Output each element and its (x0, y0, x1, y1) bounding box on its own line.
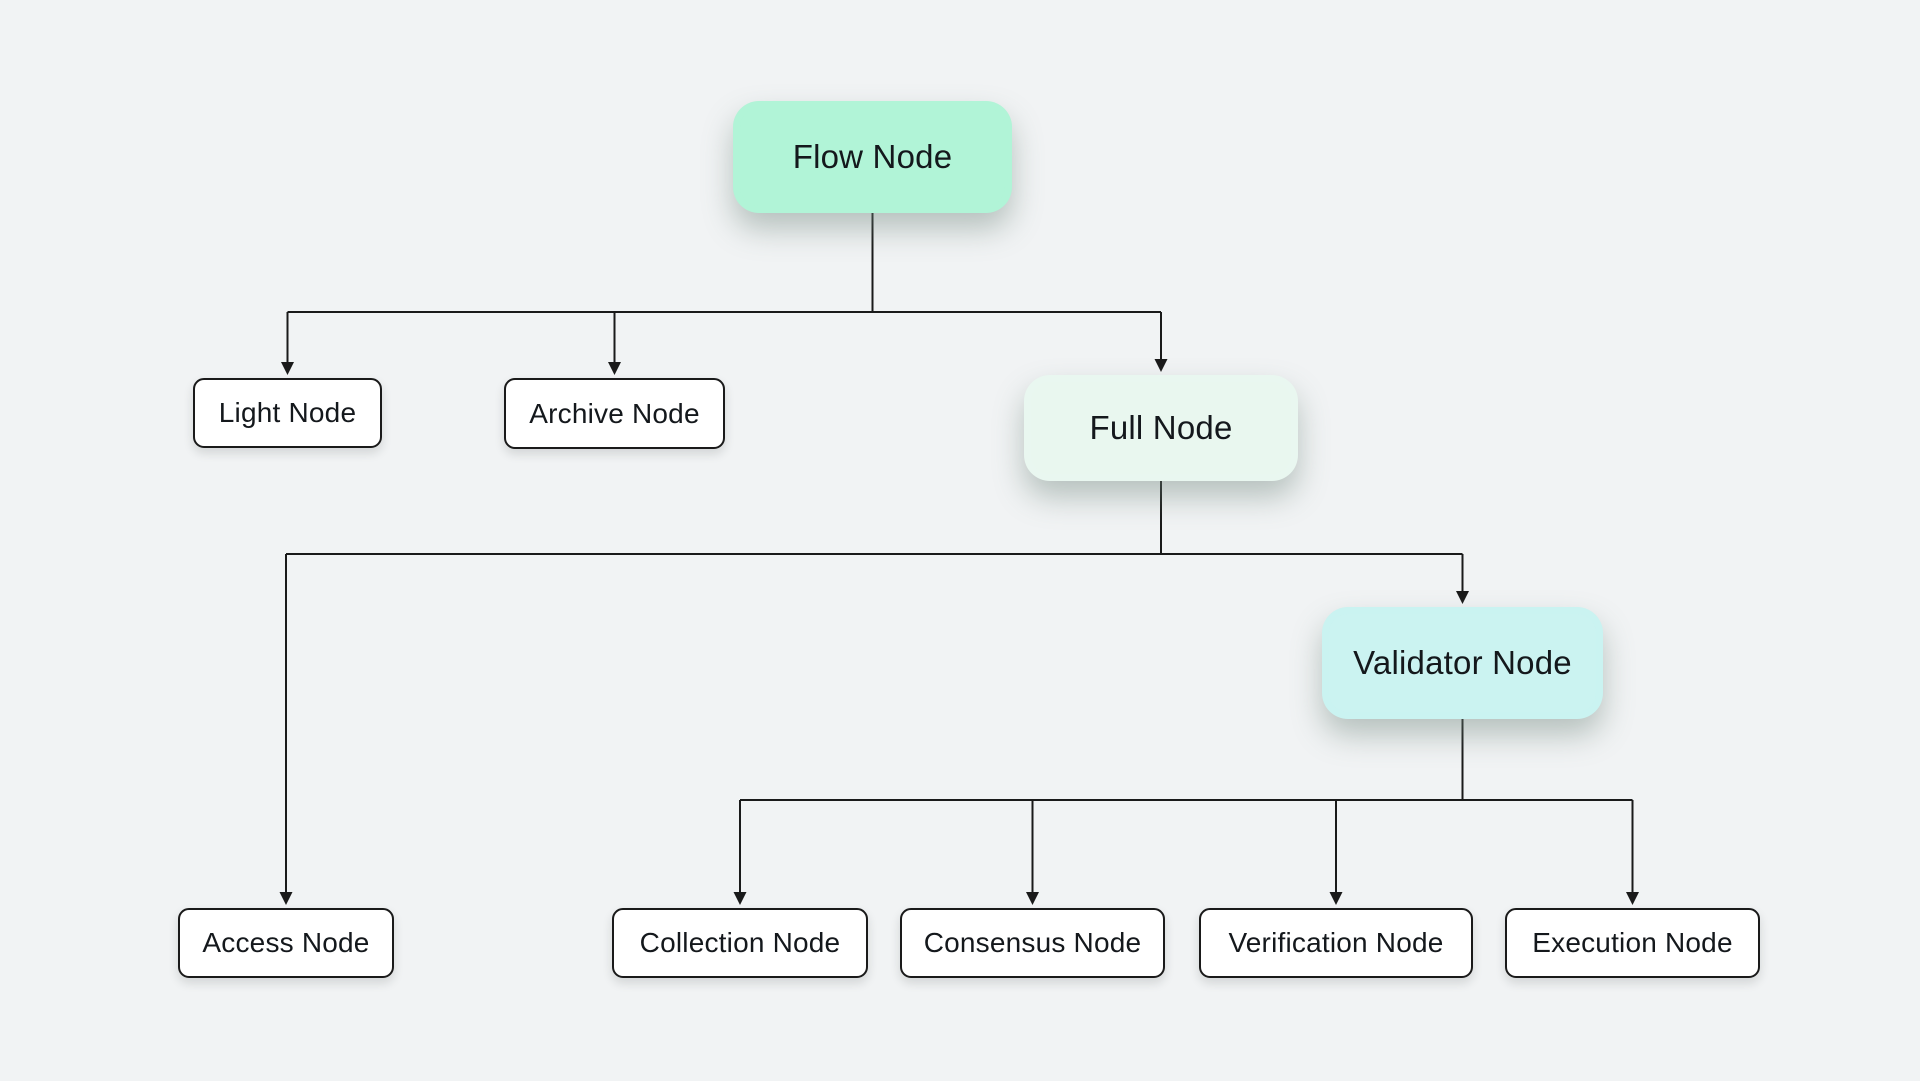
node-collection: Collection Node (612, 908, 868, 978)
node-validator: Validator Node (1322, 607, 1603, 719)
node-collection-label: Collection Node (639, 927, 841, 958)
node-full-label: Full Node (1089, 409, 1233, 446)
node-validator-label: Validator Node (1353, 644, 1572, 681)
node-verification: Verification Node (1199, 908, 1473, 978)
node-consensus-label: Consensus Node (923, 927, 1142, 958)
node-flow-label: Flow Node (792, 138, 953, 175)
node-verification-label: Verification Node (1228, 927, 1444, 958)
node-access: Access Node (178, 908, 394, 978)
node-flow: Flow Node (733, 101, 1012, 213)
node-light-label: Light Node (218, 397, 357, 428)
node-consensus: Consensus Node (900, 908, 1165, 978)
node-full: Full Node (1024, 375, 1298, 481)
node-archive-label: Archive Node (529, 397, 700, 429)
node-execution: Execution Node (1505, 908, 1760, 978)
node-access-label: Access Node (202, 927, 370, 958)
node-archive: Archive Node (504, 378, 725, 449)
node-light: Light Node (193, 378, 382, 448)
node-execution-label: Execution Node (1532, 927, 1733, 958)
